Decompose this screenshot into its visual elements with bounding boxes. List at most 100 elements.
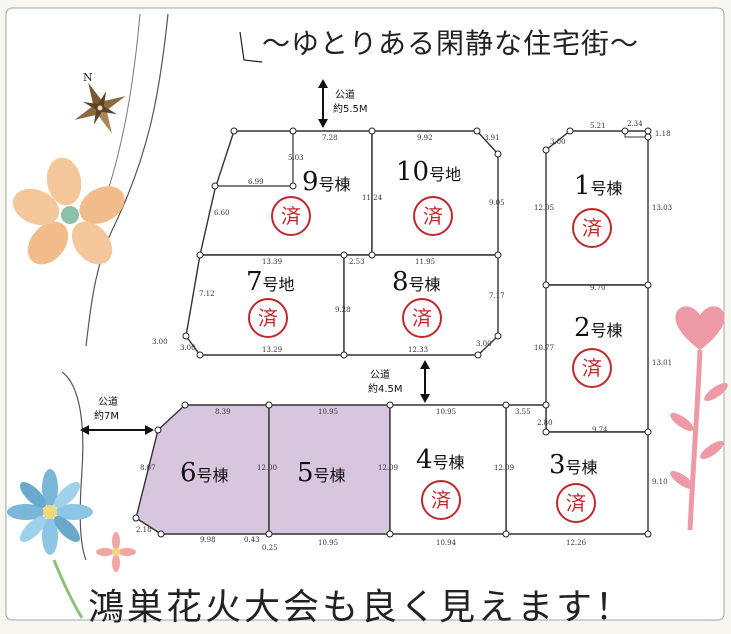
dim-label: 8.07 [140,464,156,472]
lot-4-label: 4号棟 [416,445,465,475]
dim-label: 9.70 [590,284,606,292]
lot-9-label: 9号棟 [302,167,351,197]
dim-label: 2.18 [136,526,152,534]
lot-6-label: 6号棟 [180,458,229,488]
dim-label: 10.95 [436,408,456,416]
dim-label: 10.95 [318,539,338,547]
svg-text:済: 済 [431,488,451,512]
dim-label: 13.29 [262,346,282,354]
svg-text:済: 済 [566,491,586,515]
dim-label: 9.28 [335,306,351,314]
dim-label: 10.77 [534,344,554,352]
road-west-width: 約7M [94,409,119,422]
sold-stamp-lot-3: 済 [556,483,596,523]
dim-label: 7.12 [199,290,215,298]
dim-label: 9.92 [417,134,433,142]
dim-label: 5.03 [288,154,304,162]
road-middle-label: 公道 [370,368,390,381]
dim-label: 9.05 [489,199,505,207]
dim-label: 12.09 [378,464,398,472]
compass-north-label: N [83,71,93,84]
lot-8-label: 8号棟 [392,267,441,297]
lot-10-label: 10号地 [396,157,461,187]
dim-label: 13.03 [652,204,672,212]
page-tagline: ～ゆとりある閑静な住宅街～ [262,27,640,60]
heart-flower-icon [670,306,728,531]
orange-flower-icon [12,157,125,265]
dim-label: 3.00 [180,344,196,352]
page-footer-caption: 鴻巣花火大会も良く見えます！ [88,587,635,628]
lot-1-label: 1号棟 [574,171,623,201]
sold-stamps: 済 済 済 済 済 済 済 済 [248,196,612,523]
sold-stamp-lot-1: 済 [572,208,612,248]
small-pink-flower-icon [96,532,136,572]
dim-label: 10.94 [436,539,457,547]
dim-label: 9.98 [200,536,216,544]
road-north-label: 公道 [335,88,355,101]
compass-rose-icon: N [74,71,126,134]
dim-label: 3.55 [515,408,531,416]
dim-label: 0.43 [244,536,260,544]
sold-stamp-lot-7: 済 [248,298,288,338]
lot-8-plot[interactable] [343,254,499,356]
svg-text:済: 済 [423,204,443,228]
dim-label: 3.00 [152,338,168,346]
svg-text:済: 済 [258,306,278,330]
road-edge-west-lower [61,371,87,561]
dim-label: 1.18 [655,130,671,138]
dim-label: 12.09 [494,464,514,472]
road-west: 公道 約7M [80,395,154,435]
road-edge-west-upper [85,13,169,347]
lot-7-plot[interactable] [185,254,345,356]
blue-flower-icon [7,469,93,555]
dim-label: 12.05 [534,204,554,212]
dim-label: 11.95 [415,258,435,266]
road-west-label: 公道 [98,395,118,408]
dim-label: 2.53 [349,258,365,266]
lot-1-plot[interactable] [545,130,649,286]
dim-label: 9.10 [652,478,668,486]
dim-label: 0.25 [262,544,278,552]
dim-label: 12.33 [408,346,428,354]
sold-stamp-lot-4: 済 [421,480,461,520]
dim-label: 2.34 [627,120,643,128]
road-middle: 公道 約4.5M [368,360,430,403]
lot-7-label: 7号地 [246,267,295,297]
svg-text:済: 済 [582,216,602,240]
dimension-labels: 7.28 9.92 3.91 5.03 6.99 6.60 11.24 9.05… [136,120,672,552]
sold-stamp-lot-8: 済 [402,298,442,338]
dim-label: 3.00 [550,138,566,146]
lot-2-label: 2号棟 [574,313,623,343]
dim-label: 11.24 [362,194,383,202]
dim-label: 12.00 [257,464,277,472]
lot-10-plot[interactable] [371,130,499,256]
dim-label: 10.95 [318,408,338,416]
lot-5-label: 5号棟 [297,458,346,488]
lot-3-label: 3号棟 [549,450,598,480]
road-north-width: 約5.5M [333,102,368,115]
dim-label: 9.74 [592,426,608,434]
flower-stem-icon [52,559,84,619]
dim-label: 13.39 [262,258,282,266]
road-middle-width: 約4.5M [368,382,403,395]
svg-text:済: 済 [582,356,602,380]
sold-stamp-lot-2: 済 [572,348,612,388]
lot-labels: 9号棟 10号地 1号棟 7号地 8号棟 2号棟 4号棟 3号棟 6号棟 5号棟 [180,157,623,488]
svg-text:済: 済 [281,204,301,228]
dim-label: 12.26 [566,539,587,547]
dim-label: 5.21 [590,122,606,130]
dim-label: 6.99 [248,178,264,186]
dim-label: 2.80 [537,419,553,427]
sold-stamp-lot-9: 済 [271,196,311,236]
dim-label: 3.00 [476,340,492,348]
road-north: 公道 約5.5M [318,79,368,128]
sold-stamp-lot-10: 済 [413,196,453,236]
tagline-bracket [239,31,263,63]
dim-label: 8.39 [215,408,231,416]
svg-text:済: 済 [412,306,432,330]
dim-label: 3.91 [484,134,500,142]
dim-label: 13.01 [652,359,672,367]
dim-label: 7.28 [322,134,338,142]
